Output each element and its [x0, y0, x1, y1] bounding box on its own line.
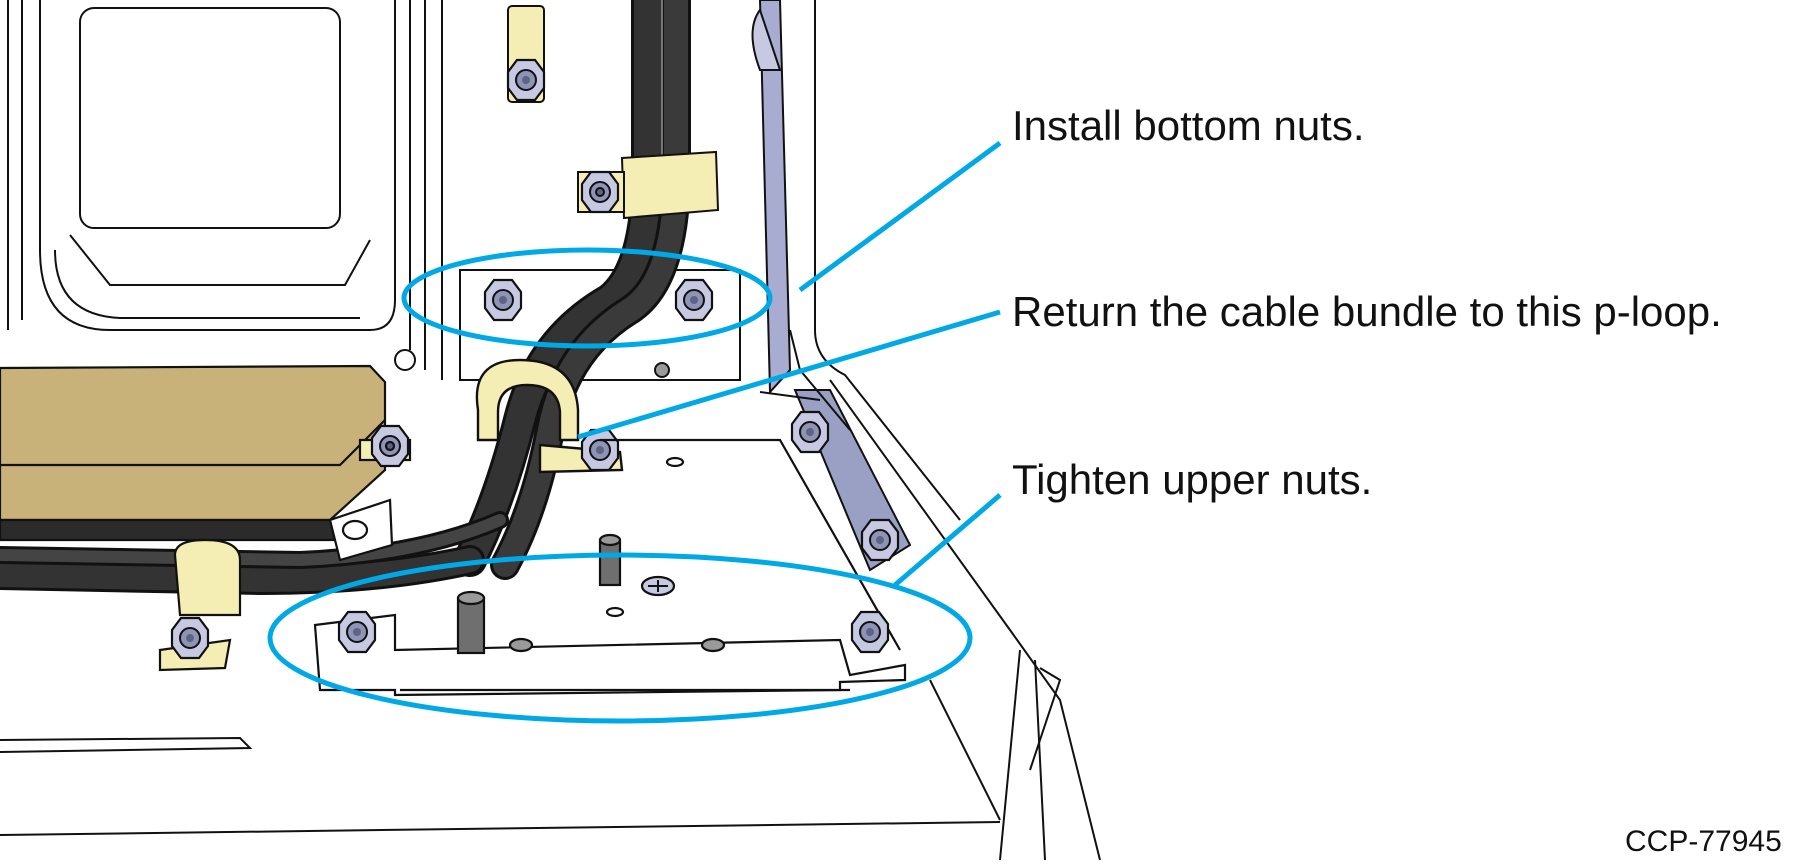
callout-text-upper-nuts: Tighten upper nuts.	[1012, 456, 1373, 503]
bottom-nut-left	[483, 278, 523, 322]
left-screw	[394, 349, 416, 371]
base-plate	[313, 438, 907, 697]
callout-text-p-loop: Return the cable bundle to this p-loop.	[1012, 288, 1722, 335]
callout-ellipse-upper-nuts	[267, 552, 973, 724]
bracket-nut	[790, 410, 830, 454]
lower-left-nut	[170, 616, 210, 660]
upper-nut-left	[337, 610, 377, 654]
callouts	[267, 140, 1002, 724]
top-clamp	[506, 5, 546, 103]
floor-lines	[0, 667, 1062, 836]
electronic-module	[0, 364, 412, 562]
bracket-nut-lower	[860, 518, 900, 562]
bottom-nut-right	[674, 278, 714, 322]
leader-bottom-nuts	[798, 140, 1002, 293]
upper-nut-right	[850, 610, 890, 654]
left-enclosure	[7, 0, 443, 380]
leader-upper-nuts	[893, 493, 1002, 587]
leader-p-loop	[577, 309, 1001, 440]
callout-ellipse-bottom-nuts	[401, 247, 773, 349]
callout-text-bottom-nuts: Install bottom nuts.	[1012, 102, 1365, 149]
figure-id: CCP-77945	[1625, 825, 1782, 858]
vertical-p-loop	[577, 150, 720, 220]
